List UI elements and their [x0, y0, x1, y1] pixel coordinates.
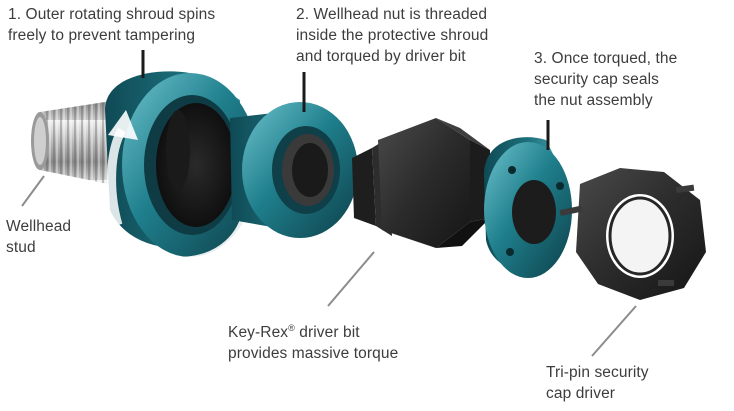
callout-wellhead-nut-line-3: and torqued by driver bit	[296, 48, 466, 65]
callout-cap-driver-line-1: Tri-pin security	[546, 364, 649, 381]
callout-security-cap-line-1: 3. Once torqued, the	[534, 50, 678, 67]
callout-wellhead-nut-line-2: inside the protective shroud	[296, 27, 489, 44]
leader-cap-driver	[591, 305, 637, 357]
callout-outer-shroud-line-2: freely to prevent tampering	[8, 27, 196, 44]
tri-pin-cap-driver	[559, 168, 706, 300]
callout-wellhead-stud: Wellhead stud	[6, 216, 71, 258]
callout-wellhead-nut-line-1: 2. Wellhead nut is threaded	[296, 6, 488, 23]
leader-stud	[21, 175, 45, 207]
callout-security-cap-line-2: security cap seals	[534, 71, 659, 88]
callout-outer-shroud-line-1: 1. Outer rotating shroud spins	[8, 6, 216, 23]
callout-cap-driver: Tri-pin security cap driver	[546, 362, 649, 404]
leader-lines	[21, 50, 637, 357]
wellhead-stud	[31, 100, 118, 186]
callout-wellhead-stud-line-2: stud	[6, 239, 36, 256]
outer-rotating-shroud	[105, 71, 258, 264]
leader-driver-bit	[327, 251, 375, 307]
registered-mark: ®	[288, 322, 295, 333]
callout-driver-bit-line-2: provides massive torque	[228, 345, 399, 362]
callout-cap-driver-line-2: cap driver	[546, 385, 616, 402]
callout-security-cap-line-3: the nut assembly	[534, 92, 653, 109]
driver-bit-suffix: driver bit	[294, 324, 360, 341]
callout-wellhead-stud-line-1: Wellhead	[6, 218, 72, 235]
callout-wellhead-nut: 2. Wellhead nut is threaded inside the p…	[296, 4, 488, 67]
key-rex-driver-bit	[352, 118, 490, 248]
wellhead-nut	[230, 102, 358, 238]
rotation-arrow-icon	[115, 213, 249, 264]
driver-bit-brand: Key-Rex	[228, 324, 289, 341]
callout-driver-bit-line-1: Key-Rex® driver bit	[228, 322, 398, 343]
security-cap	[484, 137, 572, 278]
callout-security-cap: 3. Once torqued, the security cap seals …	[534, 48, 677, 111]
callout-driver-bit: Key-Rex® driver bit provides massive tor…	[228, 322, 398, 364]
callout-outer-shroud: 1. Outer rotating shroud spins freely to…	[8, 4, 215, 46]
